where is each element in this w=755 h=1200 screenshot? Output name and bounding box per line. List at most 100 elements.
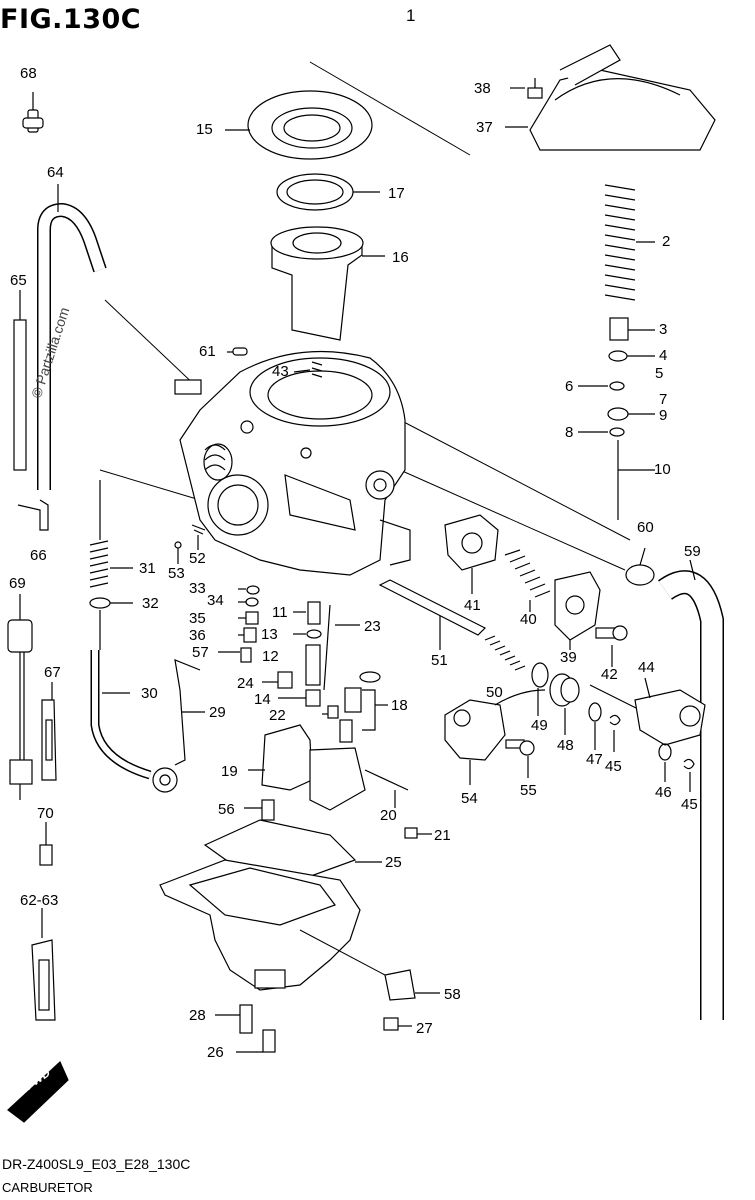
- part-22: [322, 705, 339, 719]
- callout-label[interactable]: 2: [662, 233, 671, 250]
- callout-label[interactable]: 64: [47, 164, 64, 181]
- part-15: [225, 90, 373, 160]
- part-6: [578, 381, 625, 391]
- callout-label[interactable]: 29: [209, 704, 226, 721]
- callout-label[interactable]: 28: [189, 1007, 206, 1024]
- callout-label[interactable]: 10: [654, 461, 671, 478]
- callout-label[interactable]: 14: [254, 691, 271, 708]
- callout-label[interactable]: 12: [262, 648, 279, 665]
- callout-label[interactable]: 18: [391, 697, 408, 714]
- callout-label[interactable]: 45: [605, 758, 622, 775]
- callout-label[interactable]: 19: [221, 763, 238, 780]
- part-28: [215, 1004, 253, 1034]
- part-27: [383, 1017, 412, 1031]
- part-47: [588, 702, 602, 750]
- part-59: [658, 559, 724, 1020]
- callout-label[interactable]: 60: [637, 519, 654, 536]
- part-2: [604, 184, 655, 301]
- callout-label[interactable]: 16: [392, 249, 409, 266]
- part-19: [248, 724, 366, 811]
- callout-label[interactable]: 26: [207, 1044, 224, 1061]
- callout-label[interactable]: 59: [684, 543, 701, 560]
- callout-label[interactable]: 39: [560, 649, 577, 666]
- callout-label[interactable]: 69: [9, 575, 26, 592]
- part-41: [444, 514, 499, 594]
- callout-label[interactable]: 38: [474, 80, 491, 97]
- callout-label[interactable]: 8: [565, 424, 574, 441]
- callout-label[interactable]: 35: [189, 610, 206, 627]
- callout-label[interactable]: 55: [520, 782, 537, 799]
- callout-label[interactable]: 50: [486, 684, 503, 701]
- diagram-name: CARBURETOR: [2, 1180, 93, 1195]
- part-69: [7, 594, 33, 800]
- callout-label[interactable]: 53: [168, 565, 185, 582]
- part-45a: [609, 714, 621, 752]
- callout-label[interactable]: 49: [531, 717, 548, 734]
- figure-title: FIG.130C: [0, 4, 142, 35]
- part-24: [262, 671, 293, 689]
- part-62-63: [31, 908, 56, 1021]
- part-49: [531, 662, 549, 716]
- callout-label[interactable]: 56: [218, 801, 235, 818]
- callout-label[interactable]: 45: [681, 796, 698, 813]
- callout-label[interactable]: 47: [586, 751, 603, 768]
- callout-label[interactable]: 58: [444, 986, 461, 1003]
- callout-label[interactable]: 70: [37, 805, 54, 822]
- callout-label[interactable]: 6: [565, 378, 574, 395]
- callout-label[interactable]: 17: [388, 185, 405, 202]
- callout-label[interactable]: 68: [20, 65, 37, 82]
- part-14: [278, 689, 321, 707]
- callout-label[interactable]: 32: [142, 595, 159, 612]
- callout-label[interactable]: 4: [659, 347, 668, 364]
- callout-label[interactable]: 65: [10, 272, 27, 289]
- callout-label[interactable]: 36: [189, 627, 206, 644]
- part-37: [505, 44, 716, 151]
- part-53: [174, 541, 182, 564]
- callout-label[interactable]: 5: [655, 365, 664, 382]
- callout-label[interactable]: 52: [189, 550, 206, 567]
- callout-label[interactable]: 48: [557, 737, 574, 754]
- callout-label[interactable]: 23: [364, 618, 381, 635]
- callout-label[interactable]: 15: [196, 121, 213, 138]
- callout-label[interactable]: 62-63: [20, 892, 59, 909]
- callout-label[interactable]: 44: [638, 659, 655, 676]
- callout-label[interactable]: 9: [659, 407, 668, 424]
- part-54: [444, 689, 546, 785]
- part-31: [89, 480, 133, 588]
- callout-label[interactable]: 51: [431, 652, 448, 669]
- callout-label[interactable]: 43: [272, 363, 289, 380]
- callout-label[interactable]: 11: [272, 604, 288, 621]
- part-21: [404, 827, 432, 839]
- callout-label[interactable]: 20: [380, 807, 397, 824]
- part-43: [293, 361, 323, 378]
- callout-label[interactable]: 46: [655, 784, 672, 801]
- callout-label[interactable]: 13: [261, 626, 278, 643]
- callout-label[interactable]: 7: [659, 391, 668, 408]
- callout-label[interactable]: 40: [520, 611, 537, 628]
- callout-label[interactable]: 66: [30, 547, 47, 564]
- part-64: [37, 184, 107, 490]
- callout-label[interactable]: 24: [237, 675, 254, 692]
- callout-label[interactable]: 41: [464, 597, 481, 614]
- callout-label[interactable]: 54: [461, 790, 478, 807]
- callout-label[interactable]: 33: [189, 580, 206, 597]
- callout-label[interactable]: 34: [207, 592, 224, 609]
- callout-label[interactable]: 57: [192, 644, 209, 661]
- part-18: [339, 671, 388, 743]
- callout-label[interactable]: 25: [385, 854, 402, 871]
- callout-label[interactable]: 21: [434, 827, 451, 844]
- callout-label[interactable]: 3: [659, 321, 668, 338]
- callout-label[interactable]: 42: [601, 666, 618, 683]
- callout-label[interactable]: 30: [141, 685, 158, 702]
- callout-label[interactable]: 67: [44, 664, 61, 681]
- float-bowl: [159, 859, 386, 991]
- callout-label[interactable]: 61: [199, 343, 216, 360]
- part-46: [658, 743, 672, 782]
- diagram-code: DR-Z400SL9_E03_E28_130C: [2, 1156, 191, 1172]
- callout-label[interactable]: 22: [269, 707, 286, 724]
- callout-label[interactable]: 27: [416, 1020, 433, 1037]
- fwd-arrow-icon: [7, 1060, 69, 1123]
- part-39: [554, 571, 601, 650]
- callout-label[interactable]: 31: [139, 560, 156, 577]
- callout-label[interactable]: 37: [476, 119, 493, 136]
